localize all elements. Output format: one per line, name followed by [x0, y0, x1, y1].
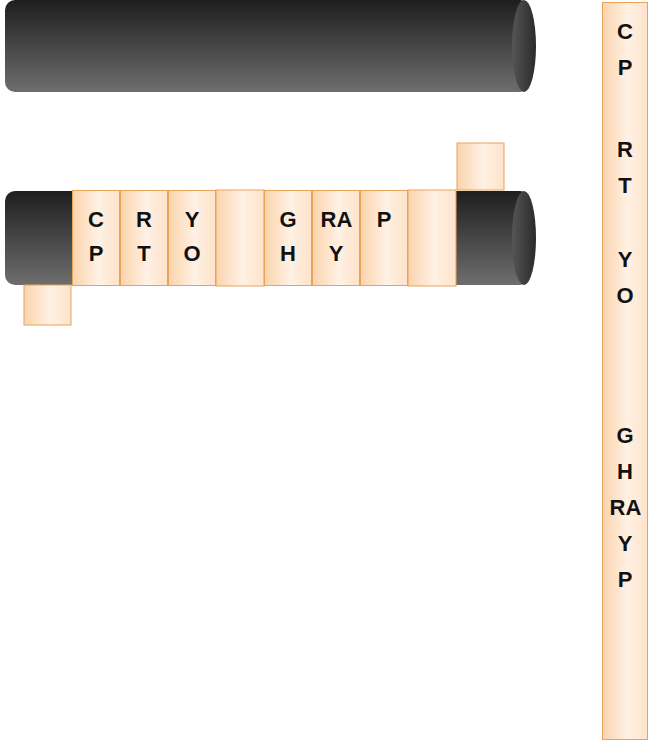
cipher-letters: G H	[265, 203, 311, 271]
strip-cell: C P	[72, 190, 120, 286]
cipher-letters: R T	[603, 132, 647, 204]
empty-cell	[408, 190, 456, 286]
cipher-letters: Y O	[169, 203, 215, 271]
upper-rod	[5, 0, 536, 92]
strip-cell: RA Y	[312, 190, 360, 286]
unwound-strip: C P R T Y O G H RA Y P	[602, 2, 648, 740]
cipher-letters: C P	[73, 203, 119, 271]
strip-tab	[457, 143, 504, 190]
empty-cell	[216, 190, 264, 286]
cipher-letters: Y O	[603, 242, 647, 314]
cipher-letters: C P	[603, 14, 647, 86]
strip-cell: R T	[120, 190, 168, 286]
strip-cell: Y O	[168, 190, 216, 286]
cipher-letters: G H RA Y P	[603, 418, 647, 598]
cipher-letters: P	[361, 203, 407, 237]
strip-cell: P	[360, 190, 408, 286]
cipher-letters: RA Y	[313, 203, 359, 271]
lower-rod	[5, 191, 536, 285]
strip-cell: G H	[264, 190, 312, 286]
cipher-letters: R T	[121, 203, 167, 271]
strip-tab	[24, 285, 71, 325]
